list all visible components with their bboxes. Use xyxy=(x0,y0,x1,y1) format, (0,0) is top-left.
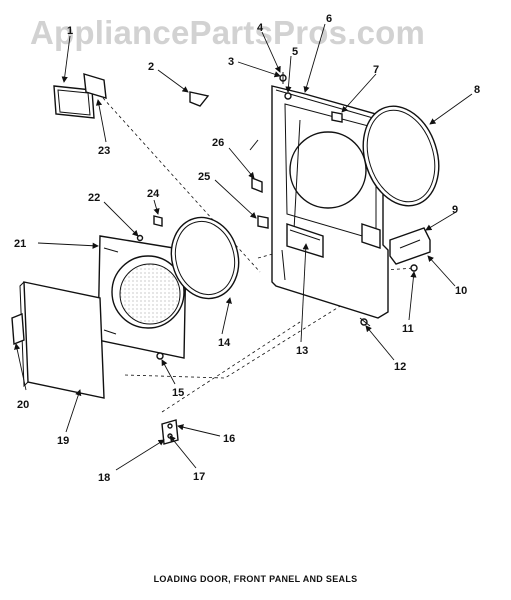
callout-4: 4 xyxy=(257,22,264,34)
callout-10: 10 xyxy=(455,285,467,297)
part-14-door-seal xyxy=(170,216,240,300)
callout-11: 11 xyxy=(402,323,414,335)
part-19-outer-door xyxy=(19,281,105,399)
part-22-screw xyxy=(136,234,144,242)
callout-8: 8 xyxy=(474,84,480,96)
callout-24: 24 xyxy=(147,188,160,200)
callout-20: 20 xyxy=(17,399,29,411)
callout-13: 13 xyxy=(296,345,308,357)
diagram-caption: LOADING DOOR, FRONT PANEL AND SEALS xyxy=(153,574,358,584)
callout-15: 15 xyxy=(172,387,184,399)
part-24-screw xyxy=(153,215,163,227)
part-21-inner-door xyxy=(97,235,187,359)
callout-25: 25 xyxy=(198,171,210,183)
part-12-screw xyxy=(359,317,371,327)
callout-12: 12 xyxy=(394,361,406,373)
callout-1: 1 xyxy=(67,25,73,37)
part-23-pad xyxy=(83,73,107,99)
part-7-clip xyxy=(331,111,343,123)
callout-9: 9 xyxy=(452,204,458,216)
part-15-screw xyxy=(156,352,164,360)
part-20-handle xyxy=(11,312,25,346)
callout-18: 18 xyxy=(98,472,110,484)
watermark: AppliancePartsPros.com xyxy=(30,14,426,51)
part-3-5-hardware xyxy=(279,72,292,100)
leader-lines xyxy=(14,23,473,471)
callout-3: 3 xyxy=(228,56,234,68)
callout-22: 22 xyxy=(88,192,100,204)
part-1-handle-cap xyxy=(53,85,95,119)
part-26-screw xyxy=(249,139,263,194)
callout-6: 6 xyxy=(326,13,332,25)
part-6-front-panel xyxy=(257,85,389,319)
part-8-seal-ring xyxy=(362,105,440,207)
callout-17: 17 xyxy=(193,471,205,483)
callout-5: 5 xyxy=(292,46,298,58)
callout-19: 19 xyxy=(57,435,69,447)
callout-26: 26 xyxy=(212,137,224,149)
callout-labels: 1 2 3 4 5 6 7 8 9 10 11 12 13 14 15 16 1… xyxy=(14,13,480,484)
part-16-17-hinge xyxy=(161,419,179,445)
callout-21: 21 xyxy=(14,238,26,250)
part-9-10-latch xyxy=(389,227,431,272)
part-2-bracket xyxy=(189,91,210,107)
callout-2: 2 xyxy=(148,61,154,73)
callout-14: 14 xyxy=(218,337,231,349)
callout-23: 23 xyxy=(98,145,110,157)
callout-16: 16 xyxy=(223,433,235,445)
callout-7: 7 xyxy=(373,64,379,76)
